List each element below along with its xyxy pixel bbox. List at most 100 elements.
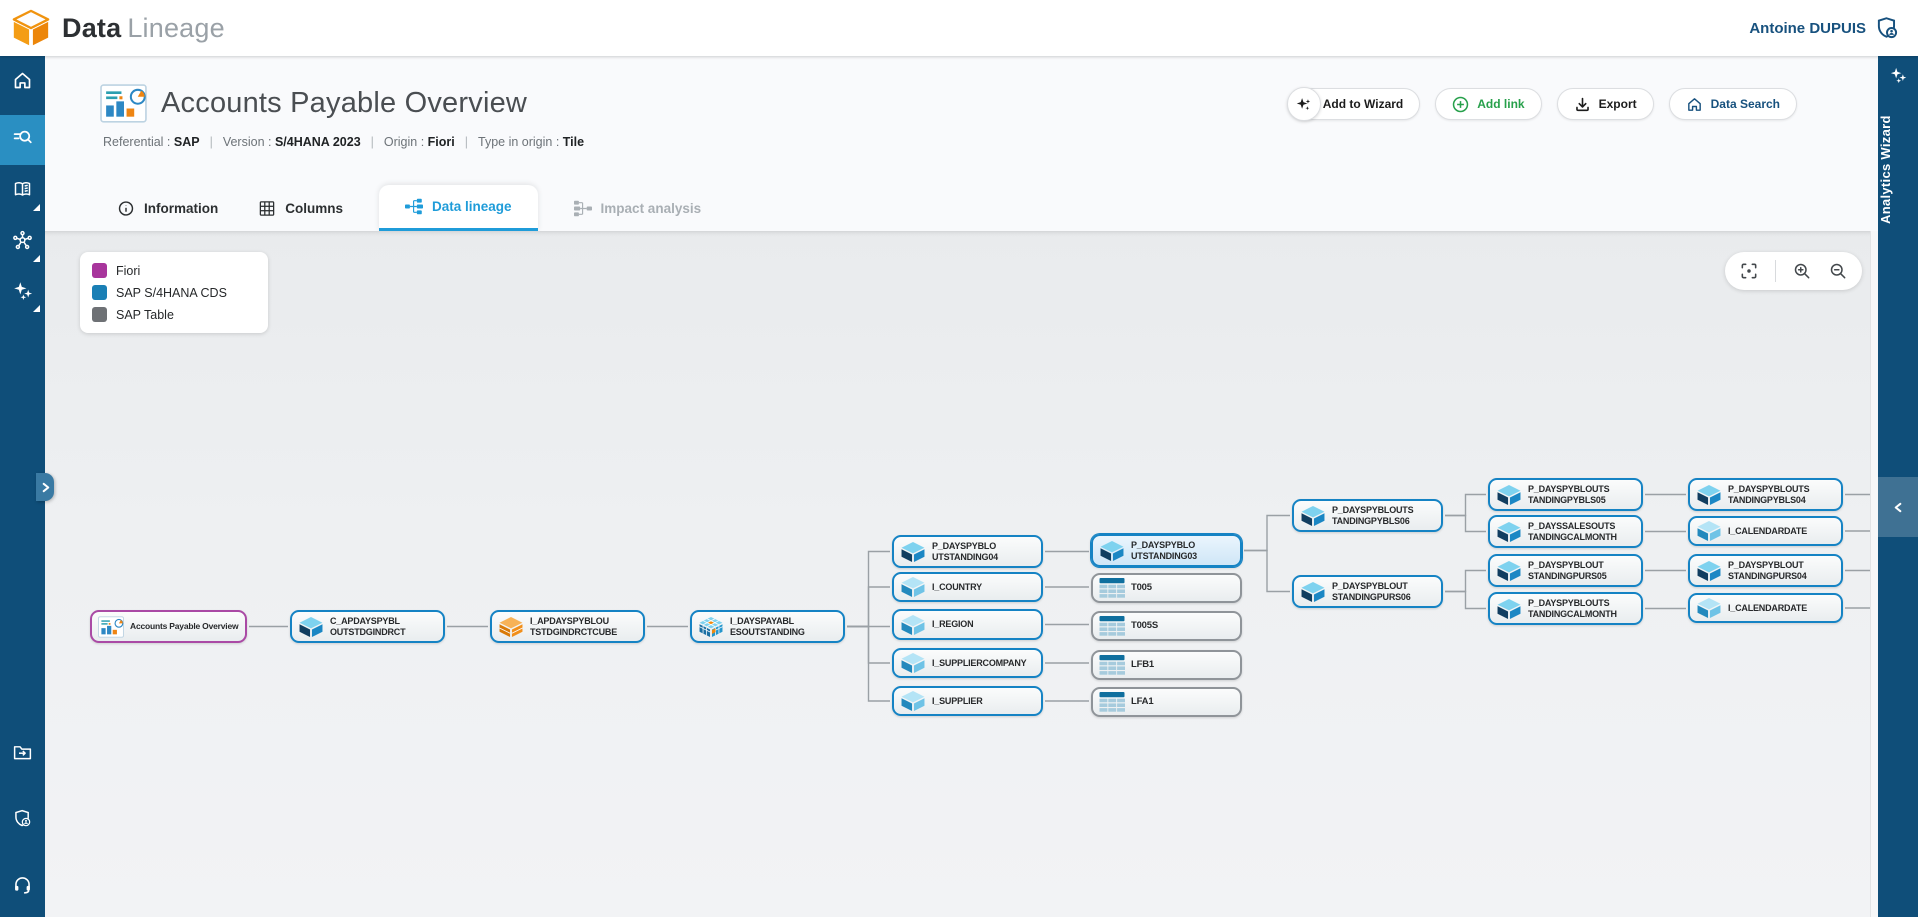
cube-blue-icon [1300, 505, 1326, 527]
lineage-node-i-calendardate[interactable]: I_CALENDARDATE [1688, 516, 1843, 546]
data-search-button[interactable]: Data Search [1668, 88, 1797, 120]
lineage-icon [405, 198, 424, 215]
cube-blue-icon [1496, 484, 1522, 506]
cube-blue-icon [1496, 521, 1522, 543]
app-logo-cube-icon[interactable] [10, 8, 52, 48]
meta-value: Fiori [427, 135, 455, 149]
analytics-wizard-title: Analytics Wizard [1878, 115, 1893, 225]
sidebar-item-home[interactable] [0, 58, 45, 108]
tab-columns[interactable]: Columns [254, 185, 347, 231]
download-icon [1574, 96, 1591, 113]
sidebar-item-catalog-book[interactable] [0, 167, 45, 217]
cube-light-icon [1696, 520, 1722, 542]
lineage-node-i-supplier[interactable]: I_SUPPLIER [892, 686, 1043, 716]
sparkles-icon [12, 280, 33, 306]
lineage-node-i-suppliercompany[interactable]: I_SUPPLIERCOMPANY [892, 648, 1043, 678]
header-actions: Add to Wizard Add link Export Data Searc… [1286, 87, 1797, 121]
chart-tile-icon [98, 615, 124, 638]
zoom-in-button[interactable] [1792, 261, 1812, 281]
page-header: Accounts Payable Overview Referential : … [45, 56, 1878, 231]
lineage-node-i-country[interactable]: I_COUNTRY [892, 572, 1043, 602]
analytics-wizard-sparkles-icon [1889, 66, 1907, 84]
sidebar-bottom-group [0, 732, 45, 917]
add-link-button[interactable]: Add link [1435, 88, 1542, 120]
lineage-node-lfb1[interactable]: LFB1 [1091, 650, 1242, 680]
tab-information[interactable]: Information [113, 185, 222, 231]
search-list-icon [12, 127, 33, 153]
cube-blue-icon [1496, 598, 1522, 620]
sidebar-item-search-list[interactable] [0, 115, 45, 165]
tab-impact-analysis[interactable]: Impact analysis [570, 185, 706, 231]
cube-blue-icon [1696, 560, 1722, 582]
data-search-label: Data Search [1710, 97, 1780, 111]
user-menu[interactable]: Antoine DUPUIS [1749, 15, 1918, 41]
cube-light-icon [900, 690, 926, 712]
user-shield-icon[interactable] [1874, 15, 1900, 41]
submenu-corner-indicator [33, 204, 40, 211]
legend-swatch [92, 285, 107, 300]
meta-value: SAP [173, 135, 200, 149]
cube-light-icon [900, 614, 926, 636]
analytics-wizard-expand-handle[interactable] [1878, 477, 1918, 537]
legend-item: Fiori [92, 263, 256, 278]
table-icon [1099, 691, 1125, 713]
lineage-node-t005[interactable]: T005 [1091, 573, 1242, 603]
sidebar-item-folder-export[interactable] [0, 732, 45, 777]
sidebar-item-headset[interactable] [0, 864, 45, 909]
node-label: I_SUPPLIERCOMPANY [932, 657, 1027, 668]
lineage-node-t005s[interactable]: T005S [1091, 611, 1242, 641]
add-to-wizard-button[interactable]: Add to Wizard [1286, 87, 1421, 121]
table-icon [1099, 577, 1125, 599]
lineage-node-lfa1[interactable]: LFA1 [1091, 687, 1242, 717]
meta-label: Origin : [383, 135, 428, 149]
impact-icon [573, 200, 592, 217]
sidebar-expand-handle[interactable] [36, 473, 54, 501]
fit-screen-button[interactable] [1739, 261, 1759, 281]
node-label: Accounts Payable Overview [130, 620, 239, 631]
lineage-node-i-calendardate[interactable]: I_CALENDARDATE [1688, 593, 1843, 623]
tab-label: Impact analysis [600, 200, 702, 216]
controls-divider [1775, 260, 1776, 282]
lineage-node-i-region[interactable]: I_REGION [892, 609, 1043, 640]
zoom-out-button[interactable] [1828, 261, 1848, 281]
meta-separator: | [464, 135, 468, 149]
canvas-edge-strip [1870, 231, 1879, 917]
meta-label: Type in origin : [478, 135, 563, 149]
node-label: I_COUNTRY [932, 581, 982, 592]
node-label: I_CALENDARDATE [1728, 525, 1808, 536]
wizard-sparkles-icon[interactable] [1286, 87, 1321, 121]
analytics-wizard-panel[interactable]: Analytics Wizard [1878, 56, 1918, 917]
cube-multi-icon [698, 616, 724, 638]
lineage-node-accounts-payable-overview[interactable]: Accounts Payable Overview [90, 610, 247, 643]
brand-primary: Data [62, 12, 122, 43]
export-button[interactable]: Export [1556, 88, 1654, 120]
tab-data-lineage[interactable]: Data lineage [379, 185, 538, 231]
sidebar-item-shield-admin[interactable] [0, 798, 45, 843]
node-label: LFB1 [1131, 658, 1154, 670]
cube-blue-icon [900, 541, 926, 563]
node-label: LFA1 [1131, 695, 1154, 707]
user-name[interactable]: Antoine DUPUIS [1749, 19, 1866, 37]
sidebar-item-sparkles[interactable] [0, 268, 45, 318]
sidebar-item-network-graph[interactable] [0, 218, 45, 268]
